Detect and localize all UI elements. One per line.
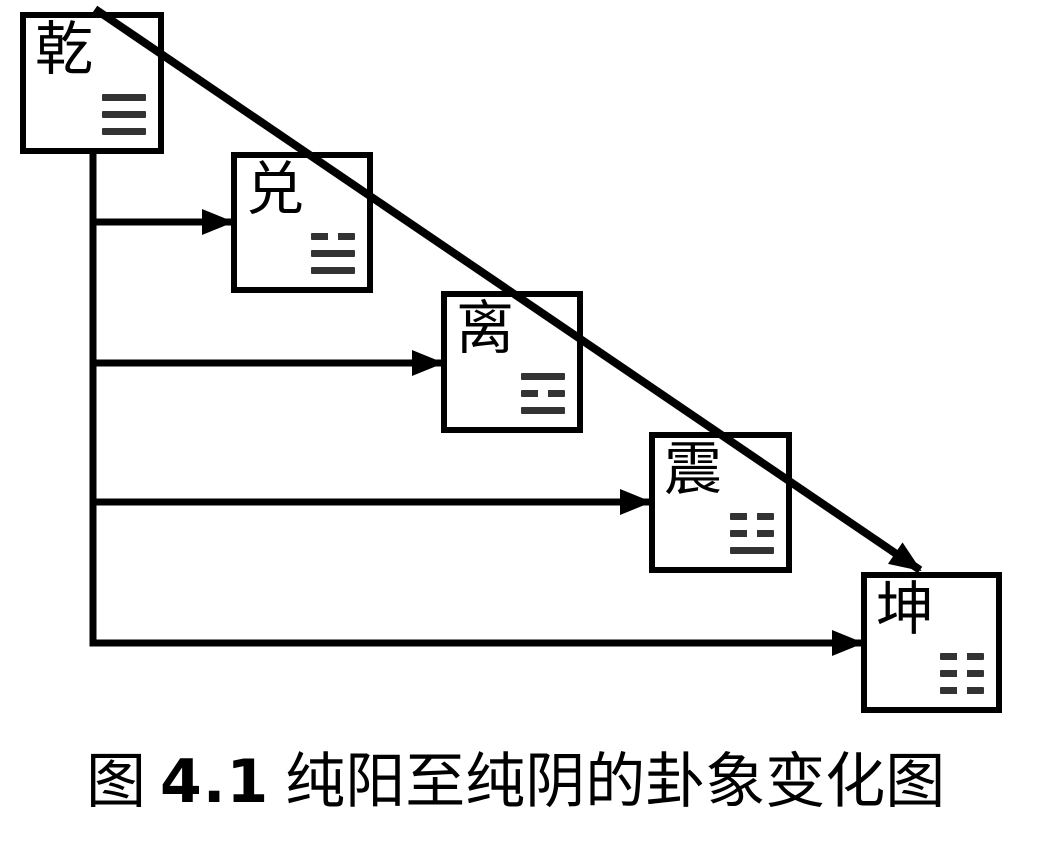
gua-label-zhen: 震 [664,435,723,503]
trigram-kun-earth-icon [940,653,984,694]
diagonal-arrow-qian-to-kun [92,5,923,574]
figure-caption-number: 4.1 [160,747,270,817]
gua-label-kun: 坤 [876,575,935,643]
gua-box-zhen: 震 [649,432,792,573]
gua-label-li: 离 [456,294,515,362]
gua-box-li: 离 [441,291,583,433]
trigram-qian-heaven-icon [102,94,146,135]
gua-label-qian: 乾 [35,15,94,83]
figure-caption-label: 图 [86,747,146,817]
trigram-zhen-thunder-icon [730,513,774,554]
gua-label-dui: 兑 [246,155,305,223]
figure-caption-title: 纯阳至纯阴的卦象变化图 [285,747,946,817]
trigram-dui-lake-icon [311,233,355,274]
gua-box-kun: 坤 [861,572,1002,713]
gua-box-qian: 乾 [20,12,164,154]
trigram-li-fire-icon [521,373,565,414]
gua-box-dui: 兑 [231,152,373,293]
